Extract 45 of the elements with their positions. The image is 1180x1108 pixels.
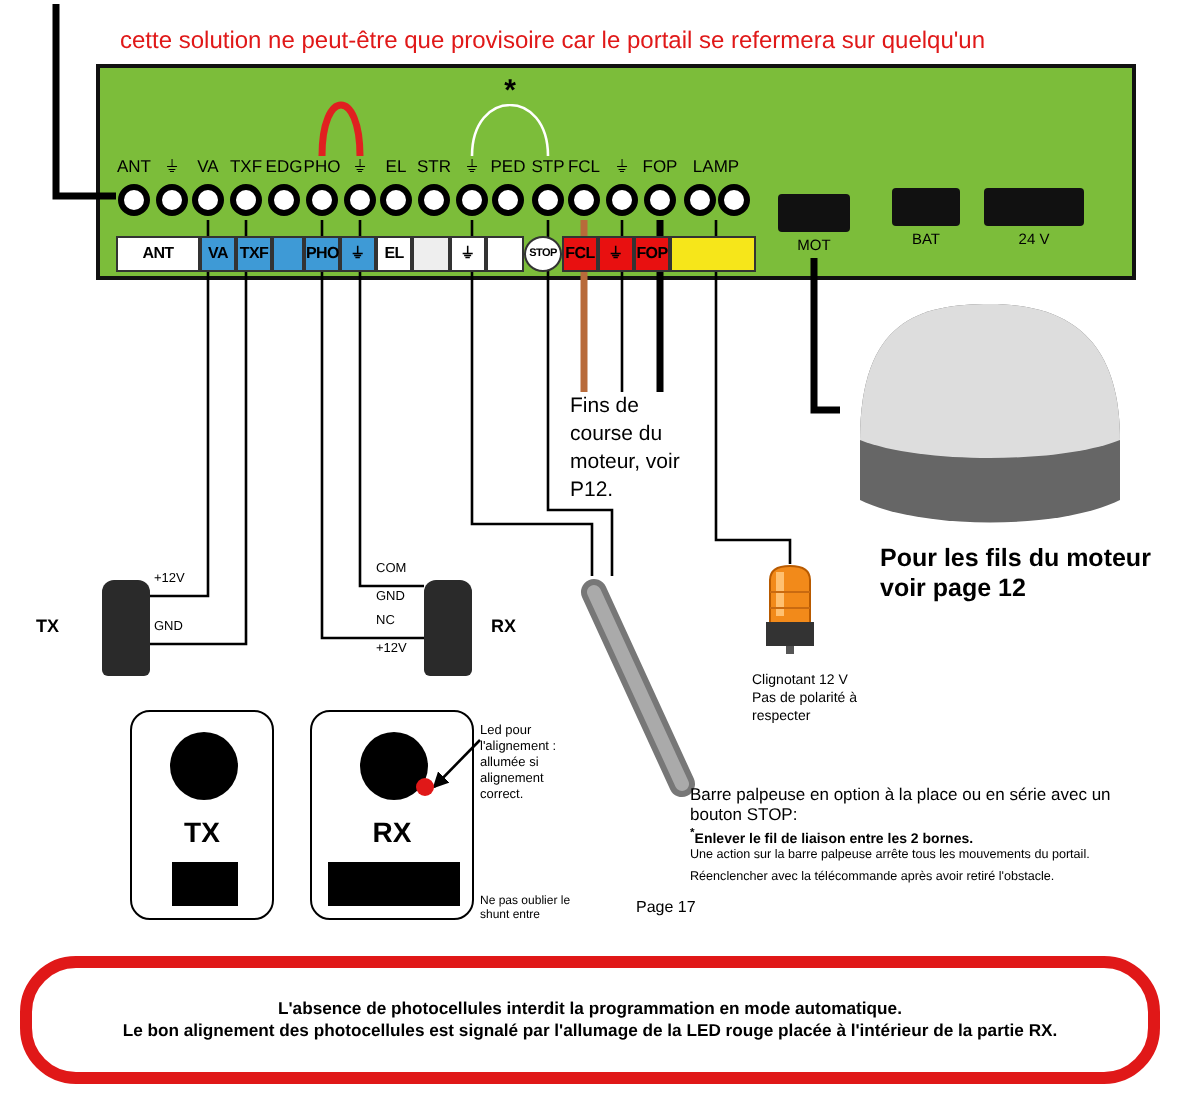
terminal-strip-label: VA <box>200 236 236 272</box>
terminal-strip-label: ANT <box>116 236 200 272</box>
terminal-strip-label: EL <box>376 236 412 272</box>
jumper-wire <box>318 101 364 157</box>
terminal-strip-label: ⏚ <box>450 236 486 272</box>
note-text: L'absence de photocellules interdit la programmation en mode automatique. <box>278 998 902 1020</box>
wire <box>714 220 792 564</box>
note-text: Le bon alignement des photocellules est signalé par l'allumage de la LED rouge placée à l'intérieur de la partie RX. <box>122 1020 1058 1042</box>
terminal-label: ANT <box>115 156 153 178</box>
photocell-label: TX <box>36 616 60 636</box>
photocell-module <box>310 710 474 920</box>
wire <box>620 220 624 392</box>
description-text: Pour les fils du moteur voir page 12 <box>880 544 1153 604</box>
terminal-strip-label: ⏚ <box>598 236 634 272</box>
wire <box>546 220 614 576</box>
wire <box>150 220 248 646</box>
antenna-wire <box>52 4 116 200</box>
terminal-label: FOP <box>640 156 680 178</box>
led-icon <box>416 778 434 796</box>
module-label: TX <box>182 816 222 848</box>
jumper-wire <box>470 103 550 157</box>
photocell-module <box>130 710 274 920</box>
edge-label: * <box>500 76 520 104</box>
wire <box>470 220 594 576</box>
wire <box>320 220 424 640</box>
terminal-strip-label: FCL <box>562 236 598 272</box>
terminal-strip-label: ⏚ <box>340 236 376 272</box>
terminal-label: STR <box>415 156 453 178</box>
control-board <box>96 64 1136 280</box>
wire <box>656 220 664 392</box>
wire <box>580 220 588 392</box>
terminal-strip-label: TXF <box>236 236 272 272</box>
module-label: RX <box>370 816 414 848</box>
warning-text: cette solution ne peut-être que provisoire car le portail se refermera sur quelqu'un <box>120 28 988 55</box>
note-text: Barre palpeuse en option à la place ou en série avec un bouton STOP: <box>690 784 1113 824</box>
terminal-strip-label: FOP <box>634 236 670 272</box>
warning-box <box>20 956 1160 1084</box>
leader-line <box>432 739 481 789</box>
note-text: Fins de course du moteur, voir P12. <box>570 392 682 504</box>
wire <box>358 220 424 588</box>
flashing-light-drawing <box>764 564 816 656</box>
photocell-label: RX <box>490 616 516 636</box>
note-text: Page 17 <box>636 900 698 918</box>
wire <box>810 258 840 414</box>
wire <box>150 220 210 598</box>
